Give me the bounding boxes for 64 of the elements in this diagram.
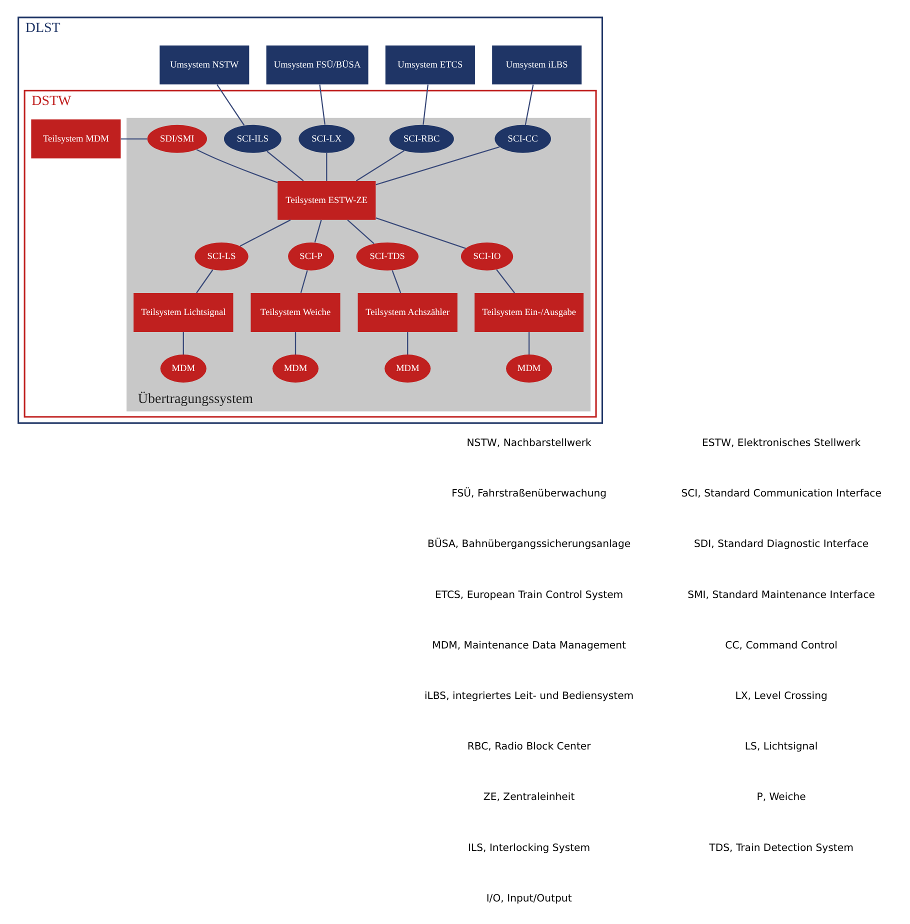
- label: MDM, Maintenance Data Management: [432, 640, 626, 652]
- label: iLBS, integriertes Leit- und Bediensystem: [424, 690, 634, 702]
- connector: [182, 332, 184, 354]
- connector: [422, 84, 428, 125]
- label: SDI, Standard Diagnostic Interface: [693, 539, 868, 550]
- connector: [406, 332, 408, 354]
- node-ellipse: MDM: [506, 354, 552, 383]
- node-ellipse: SCI-LX: [298, 124, 354, 153]
- node-box: Teilsystem MDM: [30, 119, 120, 158]
- node-ellipse: SCI-RBC: [388, 124, 454, 153]
- label: SMI, Standard Maintenance Interface: [687, 590, 874, 601]
- label: ETCS, European Train Control System: [434, 590, 623, 601]
- node-box: Teilsystem Achszähler: [357, 293, 457, 332]
- node-ellipse: SCI-ILS: [223, 124, 281, 153]
- connector: [496, 269, 515, 294]
- connector: [120, 138, 147, 140]
- label: CC, Command Control: [724, 640, 837, 652]
- label: ESTW, Elektronisches Stellwerk: [702, 438, 860, 449]
- connector: [196, 149, 278, 184]
- connector: [318, 84, 325, 125]
- label: SCI, Standard Communication Interface: [680, 488, 881, 500]
- label: BÜSA, Bahnübergangssicherungsanlage: [427, 539, 630, 550]
- node-box: Teilsystem Weiche: [250, 293, 340, 332]
- connector: [300, 270, 308, 294]
- label: P, Weiche: [756, 792, 806, 804]
- node-ellipse: MDM: [272, 354, 318, 383]
- connector: [375, 217, 466, 250]
- connector: [239, 219, 290, 247]
- node-box: Umsystem ETCS: [384, 45, 474, 84]
- connector: [528, 332, 530, 354]
- connector: [391, 270, 401, 294]
- connector: [196, 270, 213, 294]
- node-ellipse: SCI-LS: [194, 242, 248, 270]
- connector: [216, 84, 244, 126]
- node-ellipse: MDM: [160, 354, 206, 383]
- node-box: Teilsystem ESTW-ZE: [277, 180, 376, 220]
- node-ellipse: MDM: [384, 354, 430, 383]
- node-box: Umsystem iLBS: [492, 45, 582, 84]
- label: ILS, Interlocking System: [468, 842, 590, 854]
- connector: [294, 332, 296, 354]
- connector: [314, 220, 322, 243]
- connector: [375, 146, 500, 186]
- node-box: Teilsystem Lichtsignal: [133, 293, 233, 332]
- label: ZE, Zentraleinheit: [482, 792, 574, 804]
- connector: [346, 220, 374, 244]
- label: LS, Lichtsignal: [744, 742, 818, 753]
- connector: [326, 152, 327, 181]
- node-ellipse: SDI/SMI: [146, 124, 206, 153]
- label: I/O, Input/Output: [486, 893, 572, 904]
- connector: [355, 150, 404, 182]
- node-ellipse: SCI-IO: [460, 242, 513, 270]
- connector: [524, 84, 534, 126]
- label: LX, Level Crossing: [734, 690, 827, 702]
- label: NSTW, Nachbarstellwerk: [466, 438, 591, 449]
- node-ellipse: SCI-P: [288, 242, 334, 270]
- node-box: Teilsystem Ein-/Ausgabe: [474, 293, 584, 332]
- label: RBC, Radio Block Center: [466, 742, 590, 753]
- connector: [266, 150, 304, 182]
- label: FSÜ, Fahrstraßenüberwachung: [451, 488, 606, 500]
- node-box: Umsystem NSTW: [159, 45, 249, 84]
- label: TDS, Train Detection System: [708, 842, 853, 854]
- node-ellipse: SCI-CC: [494, 124, 550, 153]
- node-ellipse: SCI-TDS: [356, 242, 418, 270]
- node-box: Umsystem FSÜ/BÜSA: [266, 45, 368, 84]
